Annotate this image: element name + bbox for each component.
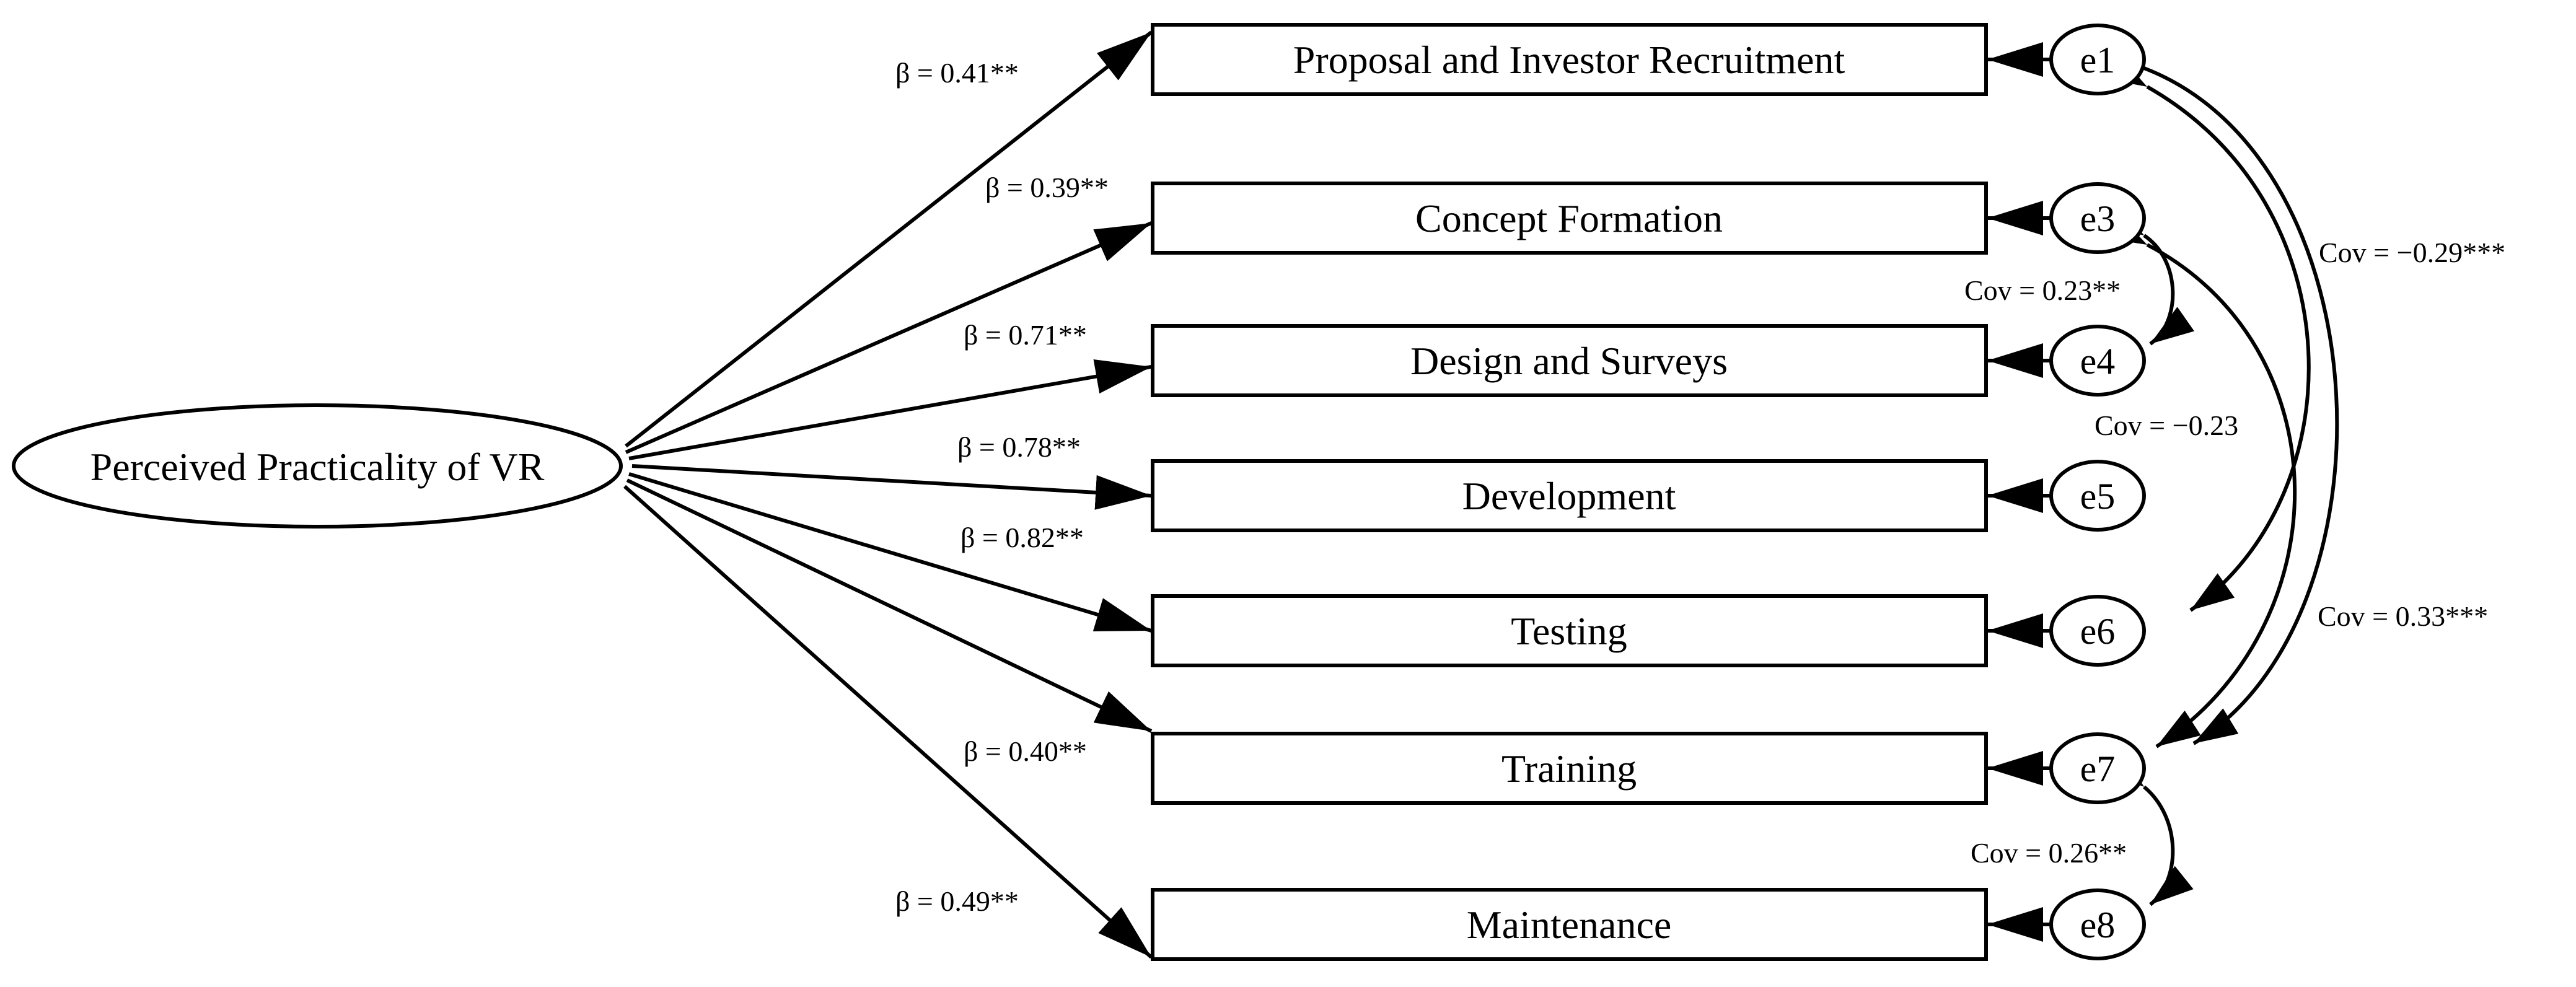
indicator-label: Testing — [1511, 609, 1627, 653]
indicator-box — [1151, 324, 1988, 397]
cov-curve-e3-e7 — [2101, 211, 2297, 748]
indicator-label: Development — [1462, 474, 1676, 518]
error-ellipse — [2049, 24, 2146, 95]
covariance-labels: Cov = −0.29*** Cov = 0.23** Cov = −0.23 … — [1964, 237, 2505, 869]
indicator-proposal: Proposal and Investor Recruitment — [1151, 23, 1988, 96]
indicator-label: Concept Formation — [1415, 196, 1723, 240]
beta-label-design: β = 0.71** — [964, 319, 1087, 351]
error-e5: e5 — [2049, 460, 2146, 532]
error-ellipse — [2049, 460, 2146, 532]
beta-label-proposal: β = 0.41** — [895, 57, 1019, 89]
error-ellipse — [2049, 325, 2146, 397]
path-to-proposal — [625, 30, 1153, 448]
error-label: e7 — [2080, 748, 2116, 789]
loading-labels: β = 0.41** β = 0.39** β = 0.71** β = 0.7… — [895, 57, 1109, 917]
cov-label-e1-e7: Cov = 0.33*** — [2318, 600, 2488, 632]
indicator-design: Design and Surveys — [1151, 324, 1988, 397]
cov-curve-e1-e6 — [2102, 52, 2311, 612]
indicator-box — [1151, 594, 1988, 667]
error-terms: e1 e3 e4 e5 e6 e7 e8 — [2049, 24, 2146, 960]
indicator-development: Development — [1151, 459, 1988, 532]
beta-label-concept: β = 0.39** — [985, 172, 1109, 203]
error-label: e4 — [2080, 341, 2116, 382]
latent-variable: Perceived Practicality of VR — [12, 403, 623, 529]
indicator-testing: Testing — [1151, 594, 1988, 667]
latent-ellipse — [12, 403, 623, 529]
indicator-label: Training — [1501, 747, 1637, 791]
error-label: e6 — [2080, 611, 2116, 652]
beta-label-testing: β = 0.82** — [961, 522, 1084, 553]
cov-label-e3-e7: Cov = −0.23 — [2095, 410, 2238, 441]
indicator-label: Maintenance — [1467, 903, 1672, 947]
error-e4: e4 — [2049, 325, 2146, 397]
error-label: e5 — [2080, 476, 2116, 517]
error-e8: e8 — [2049, 888, 2146, 960]
beta-label-training: β = 0.40** — [964, 735, 1087, 767]
error-e6: e6 — [2049, 595, 2146, 667]
indicator-box — [1151, 23, 1988, 96]
indicator-box — [1151, 182, 1988, 255]
error-label: e1 — [2080, 40, 2116, 81]
error-e3: e3 — [2049, 182, 2146, 254]
latent-label: Perceived Practicality of VR — [90, 445, 545, 489]
path-to-training — [626, 478, 1153, 733]
error-label: e8 — [2080, 905, 2116, 945]
path-to-design — [628, 359, 1152, 460]
indicator-maintenance: Maintenance — [1151, 888, 1988, 961]
error-ellipse — [2049, 732, 2146, 804]
error-ellipse — [2049, 888, 2146, 960]
error-ellipse — [2049, 595, 2146, 667]
path-to-testing — [628, 472, 1152, 633]
cov-label-e1-e6: Cov = −0.29*** — [2319, 237, 2505, 268]
indicator-concept: Concept Formation — [1151, 182, 1988, 255]
indicator-label: Proposal and Investor Recruitment — [1293, 38, 1845, 82]
indicator-boxes: Proposal and Investor Recruitment Concep… — [1151, 23, 1988, 961]
path-to-maintenance — [623, 485, 1153, 959]
indicator-box — [1151, 732, 1988, 805]
error-ellipse — [2049, 182, 2146, 254]
path-to-concept — [625, 221, 1153, 454]
covariance-curves — [2098, 38, 2339, 906]
beta-label-development: β = 0.78** — [957, 431, 1081, 463]
cov-label-e3-e4: Cov = 0.23** — [1964, 274, 2121, 306]
path-to-development — [631, 464, 1152, 510]
error-e7: e7 — [2049, 732, 2146, 804]
cov-curve-e7-e8 — [2101, 747, 2194, 906]
error-e1: e1 — [2049, 24, 2146, 95]
indicator-training: Training — [1151, 732, 1988, 805]
error-label: e3 — [2080, 198, 2116, 239]
indicator-box — [1151, 888, 1988, 961]
indicator-box — [1151, 459, 1988, 532]
beta-label-maintenance: β = 0.49** — [895, 885, 1019, 917]
error-paths — [1987, 42, 2052, 942]
cov-curve-e1-e7 — [2098, 38, 2339, 745]
loading-paths — [623, 30, 1153, 959]
indicator-label: Design and Surveys — [1410, 339, 1728, 383]
cov-label-e7-e8: Cov = 0.26** — [1971, 837, 2127, 869]
